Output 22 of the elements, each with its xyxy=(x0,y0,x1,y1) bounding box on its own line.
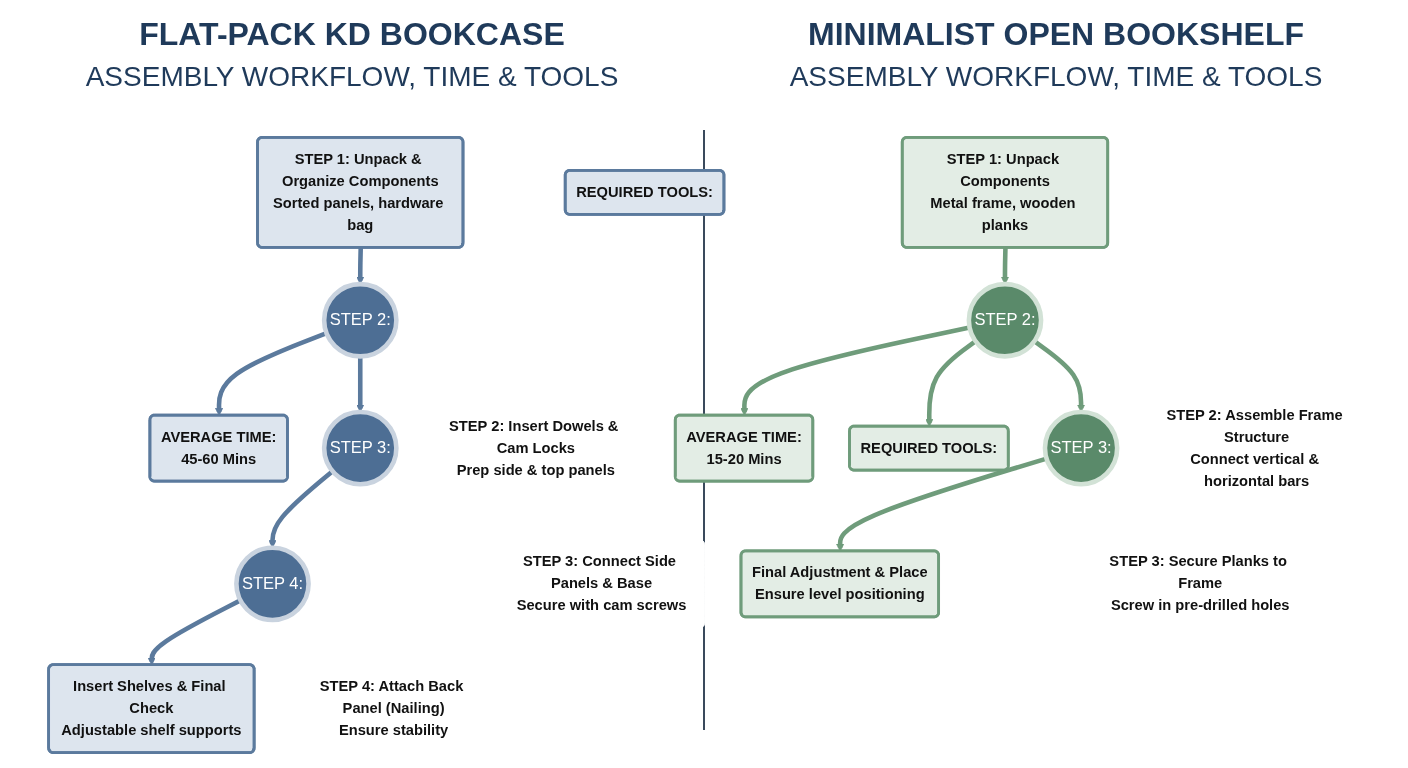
node-label: STEP 2: Insert Dowels & Cam Locks xyxy=(449,417,619,456)
node-label: Screw in pre-drilled holes xyxy=(1110,597,1290,614)
node-label: STEP 4: Attach Back Panel (Nailing) xyxy=(319,678,464,716)
node-label: Secure with cam screws xyxy=(516,597,687,614)
heading-subtitle: ASSEMBLY WORKFLOW, TIME & TOOLS xyxy=(85,61,619,93)
arrow xyxy=(925,339,977,427)
node-label: STEP 3: Secure Planks to Frame xyxy=(1109,553,1287,592)
heading-title: MINIMALIST OPEN BOOKSHELF xyxy=(808,16,1304,53)
node-label: Prep side & top panels xyxy=(456,461,615,478)
node-label: Ensure stability xyxy=(338,722,449,738)
node-circle: STEP 3: xyxy=(1042,409,1120,487)
node-label: STEP 2: Assemble Frame Structure xyxy=(1166,406,1343,445)
node-circle: STEP 3: xyxy=(321,409,399,487)
node-label: STEP 3: Connect Side Panels & Base xyxy=(522,553,677,592)
node-circle: STEP 2: xyxy=(966,281,1044,359)
node-label: Connect vertical & horizontal bars xyxy=(1190,450,1320,489)
arrow xyxy=(356,356,365,413)
heading-subtitle: ASSEMBLY WORKFLOW, TIME & TOOLS xyxy=(789,61,1323,93)
node-circle: STEP 2: xyxy=(321,281,399,359)
node-circle: STEP 4: xyxy=(234,545,311,623)
arrow xyxy=(1033,339,1086,413)
heading-title: FLAT-PACK KD BOOKCASE xyxy=(139,16,565,53)
